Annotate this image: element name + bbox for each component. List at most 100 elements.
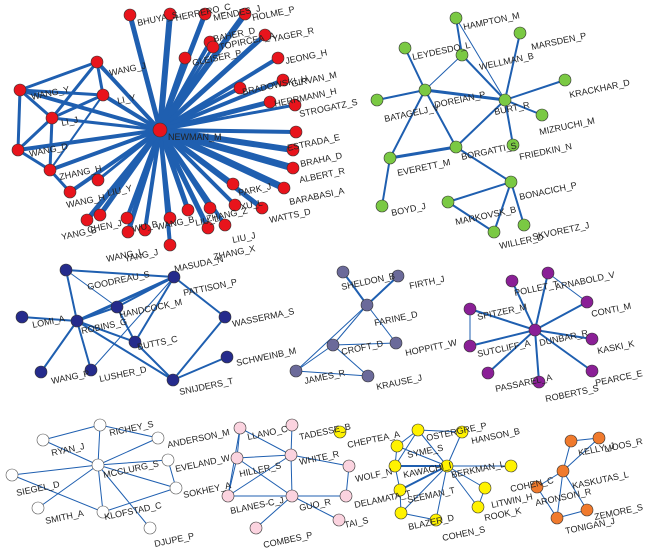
node-moos-r[interactable]: [592, 431, 606, 445]
node-zhang-x[interactable]: [201, 221, 215, 235]
node-syme-s[interactable]: [390, 439, 404, 453]
node-richey-s[interactable]: [93, 418, 107, 432]
node-borgatti-s[interactable]: [449, 140, 463, 154]
node-friedkin-n[interactable]: [506, 138, 520, 152]
node-rook-k[interactable]: [471, 500, 485, 514]
node-wang-p[interactable]: [34, 365, 48, 379]
node-pattison-p[interactable]: [167, 270, 181, 284]
node-tadesse-b[interactable]: [285, 418, 299, 432]
node-skvoretz-j[interactable]: [517, 218, 531, 232]
node-wang-l[interactable]: [121, 225, 135, 239]
node-yang-b[interactable]: [80, 213, 94, 227]
node-white-r[interactable]: [284, 448, 298, 462]
node-li-y[interactable]: [96, 88, 110, 102]
node-liu-l[interactable]: [181, 203, 195, 217]
node-bradowski-h[interactable]: [233, 81, 247, 95]
node-herrero-c[interactable]: [163, 7, 177, 21]
node-mendes-j[interactable]: [198, 7, 212, 21]
node-llano-c[interactable]: [233, 421, 247, 435]
node-wang-h[interactable]: [63, 185, 77, 199]
node-gleiser-p[interactable]: [178, 51, 192, 65]
node-ostergre-p[interactable]: [411, 423, 425, 437]
node-zemore-s[interactable]: [580, 503, 594, 517]
node-hoppitt-w[interactable]: [389, 336, 403, 350]
node-newman-m[interactable]: [152, 122, 168, 138]
node-wolf-n[interactable]: [342, 459, 356, 473]
node-tai-s[interactable]: [332, 513, 346, 527]
node-klofstad-c[interactable]: [96, 505, 110, 519]
node-yager-r[interactable]: [258, 28, 272, 42]
node-lomi-a[interactable]: [15, 310, 29, 324]
node-sutcliff-a[interactable]: [463, 339, 477, 353]
node-holme-p[interactable]: [238, 7, 252, 21]
node-kaskutas-l[interactable]: [556, 464, 570, 478]
node-sokhey-a[interactable]: [169, 481, 183, 495]
node-leydesdo-l[interactable]: [398, 41, 412, 55]
node-robins-g[interactable]: [70, 314, 84, 328]
node-anderson-m[interactable]: [151, 431, 165, 445]
node-sheldon-b[interactable]: [336, 265, 350, 279]
node-arnabold-v[interactable]: [541, 266, 555, 280]
node-mizruchi-m[interactable]: [535, 108, 549, 122]
node-blanes-c-j[interactable]: [221, 489, 235, 503]
node-wu-b[interactable]: [120, 211, 134, 225]
node-seeman-t[interactable]: [393, 483, 407, 497]
node-xu-l[interactable]: [228, 198, 242, 212]
node-hiller-s[interactable]: [230, 451, 244, 465]
node-blazer-d[interactable]: [394, 506, 408, 520]
node-zhang-h[interactable]: [43, 163, 57, 177]
node-everett-m[interactable]: [383, 151, 397, 165]
node-tonigan-j[interactable]: [550, 511, 564, 525]
node-estrada-e[interactable]: [289, 125, 303, 139]
node-wellman-b[interactable]: [455, 48, 469, 62]
node-djupe-p[interactable]: [143, 521, 157, 535]
node-markovsk-b[interactable]: [441, 195, 455, 209]
node-albert-r[interactable]: [286, 161, 300, 175]
node-park-j[interactable]: [226, 177, 240, 191]
node-guo-r[interactable]: [285, 489, 299, 503]
node-wang-j[interactable]: [90, 55, 104, 69]
node-bonacich-p[interactable]: [504, 175, 518, 189]
node-burt-r[interactable]: [498, 93, 512, 107]
node-snijders-t[interactable]: [166, 373, 180, 387]
node-croft-d[interactable]: [326, 338, 340, 352]
node-hampton-m[interactable]: [449, 11, 463, 25]
node-ryan-j[interactable]: [36, 433, 50, 447]
node-strogatz-s[interactable]: [288, 98, 302, 112]
node-wasserma-s[interactable]: [218, 310, 232, 324]
node-delamata-t[interactable]: [339, 489, 353, 503]
node-boyd-j[interactable]: [375, 199, 389, 213]
node-masuda-n[interactable]: [163, 238, 177, 252]
node-braha-d[interactable]: [286, 143, 300, 157]
node-herrmann-h[interactable]: [263, 95, 277, 109]
node-siegel-d[interactable]: [5, 468, 19, 482]
node-marsden-p[interactable]: [513, 26, 527, 40]
node-krause-j[interactable]: [361, 369, 375, 383]
node-eveland-w[interactable]: [161, 453, 175, 467]
node-doreian-p[interactable]: [418, 83, 432, 97]
node-passarel-a[interactable]: [481, 366, 495, 380]
node-hanson-b[interactable]: [455, 425, 469, 439]
node-jeong-h[interactable]: [271, 51, 285, 65]
node-butts-c[interactable]: [128, 335, 142, 349]
node-farine-d[interactable]: [360, 298, 374, 312]
node-smith-a[interactable]: [31, 501, 45, 515]
node-mcclurg-s[interactable]: [91, 458, 105, 472]
node-pearce-e[interactable]: [585, 364, 599, 378]
node-liu-j[interactable]: [218, 218, 232, 232]
node-girvan-m[interactable]: [276, 73, 290, 87]
node-handcock-m[interactable]: [110, 300, 124, 314]
node-barabasi-a[interactable]: [277, 181, 291, 195]
node-combes-p[interactable]: [249, 521, 263, 535]
node-james-r[interactable]: [289, 364, 303, 378]
node-lusher-d[interactable]: [84, 363, 98, 377]
node-berkman-l[interactable]: [440, 459, 454, 473]
node-cheptea-a[interactable]: [333, 425, 347, 439]
node-chen-j[interactable]: [93, 208, 107, 222]
node-yang-j[interactable]: [138, 223, 152, 237]
node-watts-d[interactable]: [255, 201, 269, 215]
node-zhang-z[interactable]: [203, 201, 217, 215]
node-litwin-h[interactable]: [478, 481, 492, 495]
node-willer-d[interactable]: [487, 225, 501, 239]
node-roberts-s[interactable]: [532, 375, 546, 389]
